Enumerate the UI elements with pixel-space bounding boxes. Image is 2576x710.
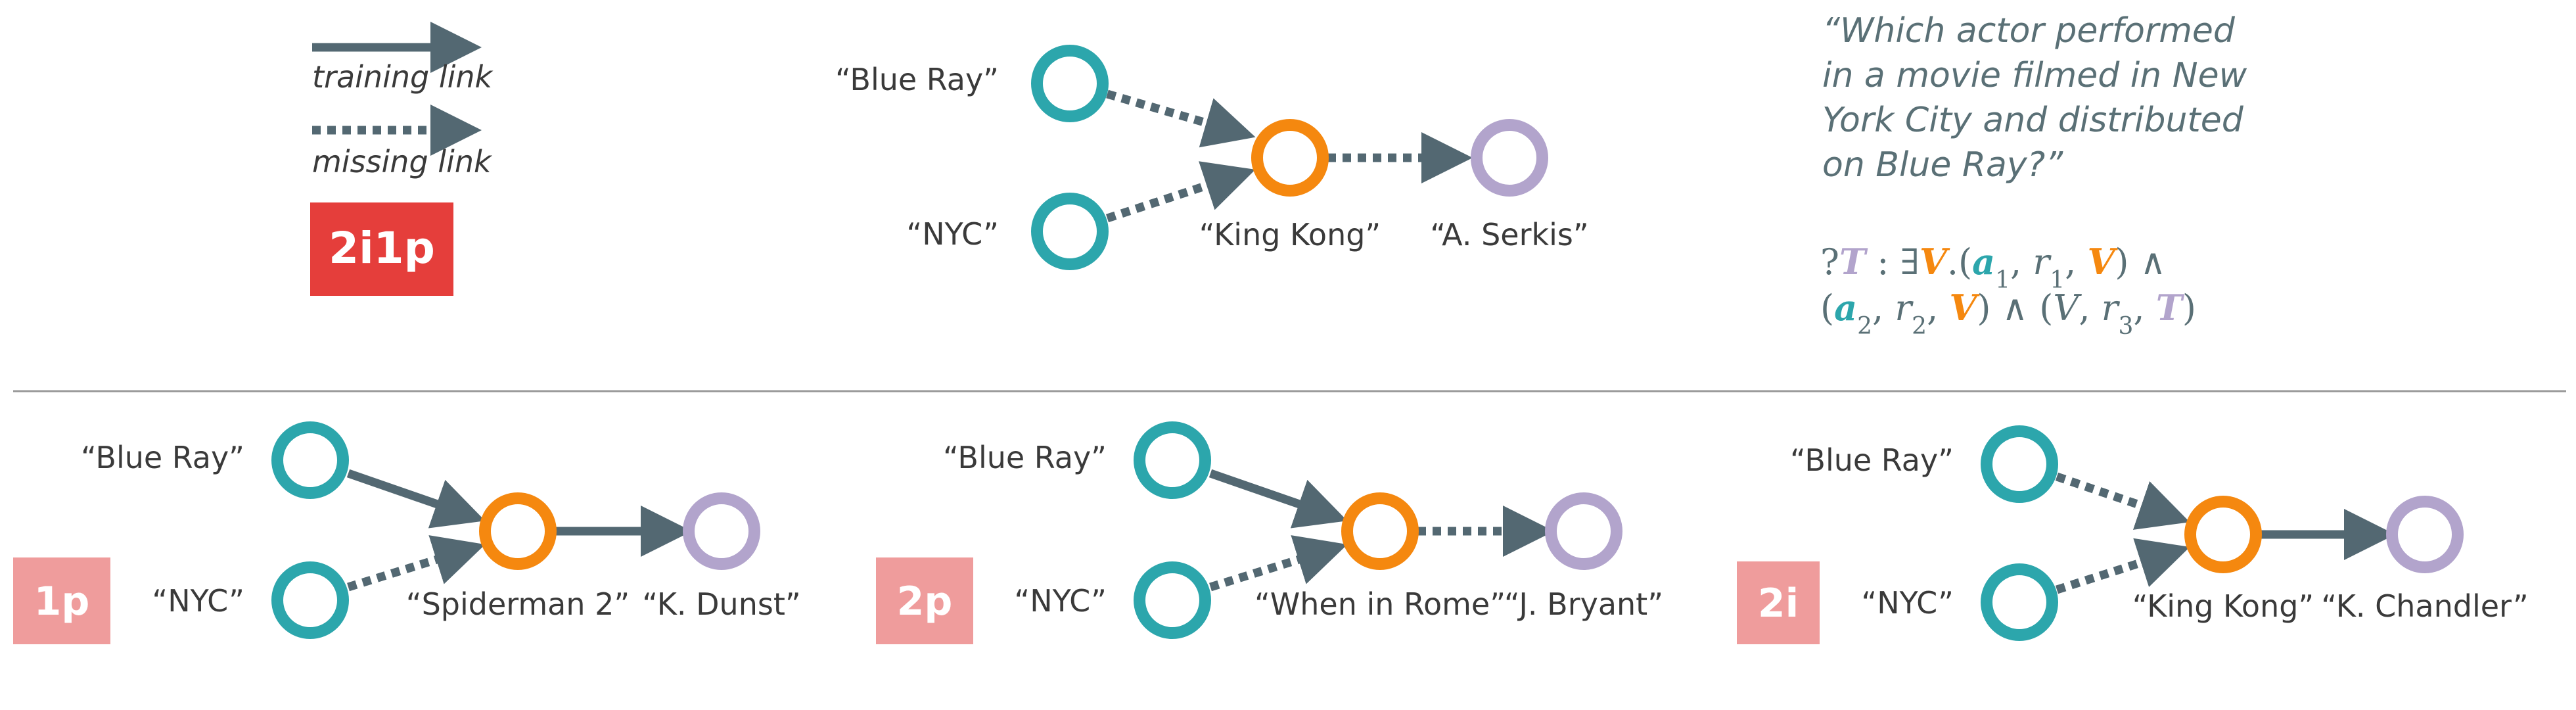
panel-1p-tag-label: 1p bbox=[34, 579, 90, 625]
question-line-4: on Blue Ray?” bbox=[1822, 145, 2063, 185]
panel-2p-tag-box bbox=[876, 557, 973, 644]
question-line-3: York City and distributed bbox=[1822, 101, 2244, 140]
question-line-2: in a movie filmed in New bbox=[1822, 56, 2247, 95]
main-label-target: “A. Serkis” bbox=[1430, 217, 1588, 252]
panel-2p-label-target: “J. Bryant” bbox=[1504, 586, 1663, 622]
main-label-anchor-2: “NYC” bbox=[906, 216, 999, 252]
formula-line-1: ?T : ∃V.(a1, r1, V) ∧ bbox=[1820, 241, 2166, 294]
panel-2i-tag-box bbox=[1737, 561, 1820, 644]
panel-2i-node-target bbox=[2386, 496, 2464, 573]
panel-2i-node-anchor-1 bbox=[1981, 425, 2058, 503]
main-edge-a2-v bbox=[1105, 161, 1256, 223]
formula-line-2: (a2, r2, V) ∧ (V, r3, T) bbox=[1820, 287, 2196, 340]
panel-2p-node-anchor-1 bbox=[1134, 421, 1211, 499]
panel-2p: 2p “Blue Ray” “NYC” “When in Rome” “J. B… bbox=[876, 421, 1663, 644]
panel-1p-label-target: “K. Dunst” bbox=[642, 586, 800, 622]
logical-formula: ?T : ∃V.(a1, r1, V) ∧ (a2, r2, V) ∧ (V, … bbox=[1820, 241, 2196, 340]
panel-2p-label-anchor-2: “NYC” bbox=[1014, 583, 1107, 619]
main-label-anchor-1: “Blue Ray” bbox=[835, 62, 999, 97]
panel-1p-tag-box bbox=[13, 557, 110, 644]
panel-2i-tag-label: 2i bbox=[1758, 580, 1799, 627]
panel-1p-label-anchor-1: “Blue Ray” bbox=[81, 440, 244, 475]
main-query-tag-box bbox=[310, 202, 453, 296]
panel-1p-edge-a2-v bbox=[347, 535, 486, 592]
panel-2p-node-anchor-2 bbox=[1134, 561, 1211, 639]
main-query-tag: 2i1p bbox=[310, 202, 453, 296]
main-node-anchor-1 bbox=[1031, 45, 1109, 122]
panel-2i-label-target: “K. Chandler” bbox=[2321, 588, 2528, 624]
panel-2i-label-anchor-2: “NYC” bbox=[1861, 585, 1954, 621]
main-node-anchor-2 bbox=[1031, 193, 1109, 270]
panel-2i-label-anchor-1: “Blue Ray” bbox=[1790, 442, 1954, 478]
panel-2p-edge-a1-v bbox=[1208, 469, 1348, 529]
panel-1p-label-anchor-2: “NYC” bbox=[152, 583, 244, 619]
panel-1p: 1p “Blue Ray” “NYC” “Spiderman 2” “K. Du… bbox=[13, 421, 801, 644]
panel-2i-edge-a1-v bbox=[2055, 472, 2190, 530]
panel-1p-node-anchor-1 bbox=[271, 421, 349, 499]
legend-missing-label: missing link bbox=[312, 144, 493, 179]
panel-2p-label-variable: “When in Rome” bbox=[1254, 586, 1506, 622]
panel-2i-edge-a2-v bbox=[2056, 538, 2190, 594]
panel-2i-node-variable bbox=[2184, 496, 2262, 573]
panel-2p-edge-a2-v bbox=[1209, 535, 1348, 592]
panel-2p-node-target bbox=[1545, 492, 1622, 570]
main-node-target bbox=[1471, 119, 1548, 197]
main-edge-a1-v bbox=[1106, 89, 1256, 148]
legend: training link missing link bbox=[312, 22, 494, 179]
main-query-tag-label: 2i1p bbox=[329, 223, 435, 273]
panel-2i: 2i “Blue Ray” “NYC” “King Kong” “K. Chan… bbox=[1737, 425, 2529, 644]
panel-1p-node-anchor-2 bbox=[271, 561, 349, 639]
main-node-variable bbox=[1251, 119, 1329, 197]
panel-2i-node-anchor-2 bbox=[1981, 563, 2058, 641]
panel-2p-node-variable bbox=[1341, 492, 1419, 570]
panel-1p-node-target bbox=[683, 492, 760, 570]
panel-1p-node-variable bbox=[479, 492, 557, 570]
panel-2p-label-anchor-1: “Blue Ray” bbox=[943, 440, 1107, 475]
panel-1p-label-variable: “Spiderman 2” bbox=[406, 586, 630, 622]
panel-2p-tag-label: 2p bbox=[897, 579, 953, 625]
main-label-variable: “King Kong” bbox=[1199, 217, 1381, 252]
main-query-graph: “Blue Ray” “NYC” “King Kong” “A. Serkis” bbox=[835, 45, 1589, 270]
panel-2i-label-variable: “King Kong” bbox=[2132, 588, 2314, 624]
natural-language-question: “Which actor performed in a movie filmed… bbox=[1822, 11, 2247, 185]
panel-1p-edge-a1-v bbox=[346, 469, 486, 529]
legend-training-label: training link bbox=[312, 59, 494, 95]
question-line-1: “Which actor performed bbox=[1822, 11, 2236, 51]
